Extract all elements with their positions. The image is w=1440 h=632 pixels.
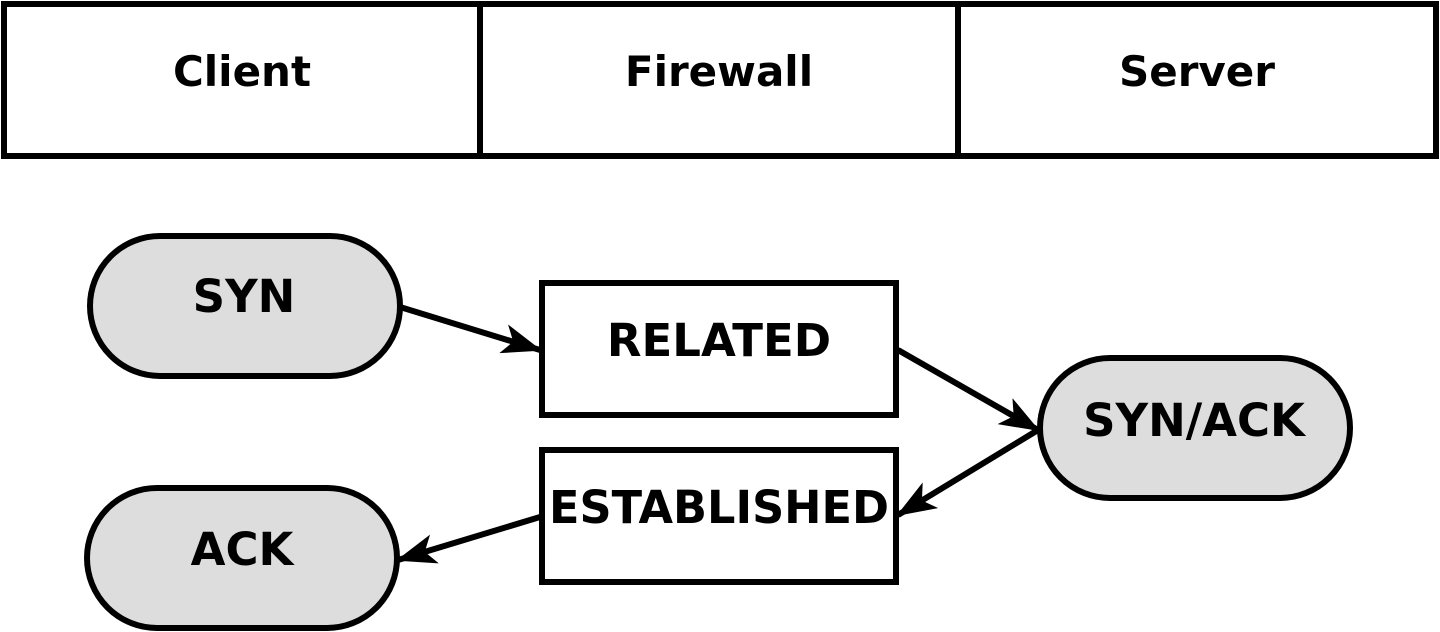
lane-firewall: [477, 1, 961, 159]
lane-client-label: Client: [173, 47, 311, 96]
lane-header: Client Firewall Server: [1, 1, 1439, 159]
edges: [396, 304, 1040, 564]
node-established: ESTABLISHED: [539, 447, 899, 585]
node-synack: SYN/ACK: [1037, 355, 1353, 501]
node-related-label: RELATED: [607, 314, 831, 367]
node-synack-shape: [1037, 355, 1353, 501]
lane-server: [955, 1, 1439, 159]
edge-related-to-synack: [896, 347, 1040, 433]
node-established-label: ESTABLISHED: [549, 481, 889, 534]
node-synack-label: SYN/ACK: [1083, 394, 1307, 447]
node-syn-label: SYN: [193, 270, 296, 323]
edge-syn-to-related: [399, 304, 542, 354]
lane-server-label: Server: [1119, 47, 1275, 96]
node-syn: SYN: [87, 233, 403, 379]
lane-firewall-label: Firewall: [625, 47, 813, 96]
node-syn-shape: [87, 233, 403, 379]
lane-client: [1, 1, 483, 159]
node-ack-shape: [84, 485, 400, 631]
node-related-shape: [539, 280, 899, 418]
node-ack-label: ACK: [191, 523, 296, 576]
node-established-shape: [539, 447, 899, 585]
node-ack: ACK: [84, 485, 400, 631]
edge-synack-to-established: [896, 427, 1040, 518]
edge-established-to-ack: [396, 514, 541, 564]
node-related: RELATED: [539, 280, 899, 418]
